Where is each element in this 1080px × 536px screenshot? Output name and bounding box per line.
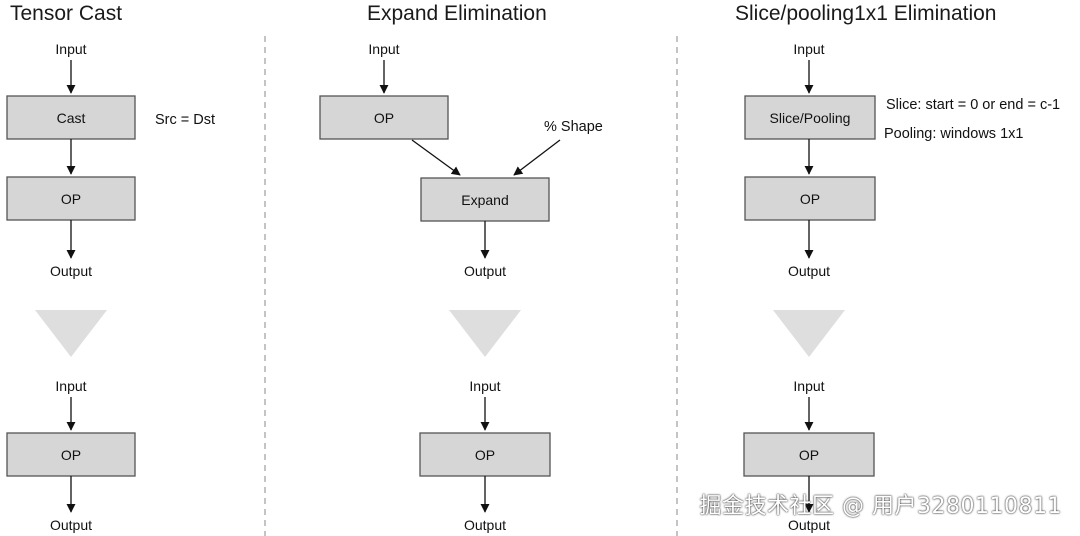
shape-label: % Shape <box>544 119 603 135</box>
output-label: Output <box>50 263 92 279</box>
op-box <box>6 176 136 221</box>
output-label: Output <box>464 263 506 279</box>
section-expand-elimination: Expand Elimination Input OP % Shape Expa… <box>319 2 603 533</box>
arrow <box>411 139 461 176</box>
input-label: Input <box>55 378 86 394</box>
op-box <box>6 432 136 477</box>
op-box-label: OP <box>800 191 820 207</box>
input-label: Input <box>368 41 399 57</box>
section-tensor-cast: Tensor Cast Input Cast Src = Dst OP Outp… <box>6 2 215 533</box>
transform-arrow <box>773 310 845 357</box>
pooling-condition-note: Pooling: windows 1x1 <box>884 126 1023 142</box>
output-label: Output <box>464 517 506 533</box>
op-box-label: OP <box>61 191 81 207</box>
watermark-text: 掘金技术社区 @ 用户3280110811 <box>699 494 1062 519</box>
expand-box <box>420 177 550 222</box>
expand-box-label: Expand <box>461 192 508 208</box>
slice-pooling-box-label: Slice/Pooling <box>770 110 851 126</box>
section-slice-pooling-elimination: Slice/pooling1x1 Elimination Input Slice… <box>735 2 1060 533</box>
output-label: Output <box>788 517 830 533</box>
op-box-label: OP <box>799 447 819 463</box>
op-box-label: OP <box>475 447 495 463</box>
op-box-label: OP <box>374 110 394 126</box>
op-box <box>319 95 449 140</box>
cast-box-label: Cast <box>57 110 86 126</box>
section-title: Slice/pooling1x1 Elimination <box>735 2 997 25</box>
slice-condition-note: Slice: start = 0 or end = c-1 <box>886 97 1060 113</box>
condition-note: Src = Dst <box>155 112 215 128</box>
output-label: Output <box>50 517 92 533</box>
transform-arrow <box>35 310 107 357</box>
input-label: Input <box>793 41 824 57</box>
arrow <box>513 139 561 176</box>
input-label: Input <box>55 41 86 57</box>
op-box <box>744 176 876 221</box>
transform-arrow <box>449 310 521 357</box>
op-box <box>419 432 551 477</box>
op-box <box>743 432 875 477</box>
output-label: Output <box>788 263 830 279</box>
section-title: Tensor Cast <box>10 2 122 25</box>
op-box-label: OP <box>61 447 81 463</box>
input-label: Input <box>469 378 500 394</box>
input-label: Input <box>793 378 824 394</box>
section-title: Expand Elimination <box>367 2 547 25</box>
slice-pooling-box <box>744 95 876 140</box>
